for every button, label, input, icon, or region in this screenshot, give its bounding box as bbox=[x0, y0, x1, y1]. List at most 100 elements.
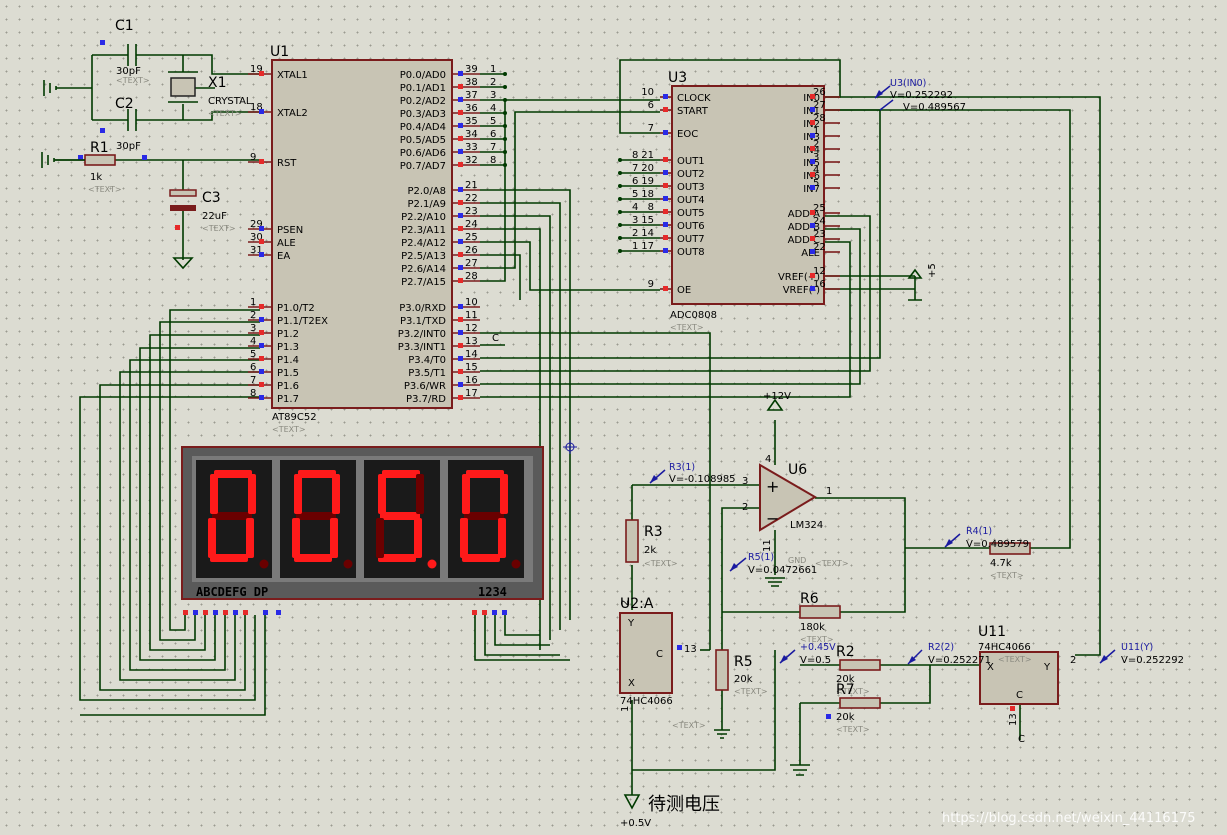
u11-part: 74HC4066 bbox=[978, 642, 1031, 653]
u1-pin-name: P1.1/T2EX bbox=[277, 316, 328, 327]
decimal-point bbox=[259, 559, 269, 569]
u1-chip[interactable]: U1 AT89C52 <TEXT> 19XTAL118XTAL29RST29PS… bbox=[248, 44, 507, 434]
pin-marker bbox=[663, 107, 668, 112]
u6-opamp[interactable]: + − U6 LM324 3 2 1 4 11 GND <TEXT> +12V bbox=[742, 391, 849, 587]
pin-marker bbox=[458, 382, 463, 387]
r7-resistor[interactable]: R7 20k <TEXT> bbox=[790, 682, 881, 776]
segment bbox=[294, 474, 302, 514]
pin-marker bbox=[259, 330, 264, 335]
r5-resistor[interactable]: R5 20k <TEXT> bbox=[714, 649, 768, 739]
u11-switch[interactable]: U11 74HC4066 <TEXT> X Y C 2 13 C bbox=[978, 624, 1076, 745]
u3-pin-number: 9 bbox=[648, 279, 654, 290]
u3-pin-number: 1 bbox=[813, 126, 819, 137]
input-voltage-value: +0.5V bbox=[620, 818, 651, 829]
u3-pin-name: OUT1 bbox=[677, 156, 705, 167]
u1-pin-name: P2.6/A14 bbox=[401, 264, 446, 275]
u1-pin-name: P0.4/AD4 bbox=[400, 122, 446, 133]
vref-terminal: +5 bbox=[907, 263, 938, 301]
r6-value: 180k bbox=[800, 622, 825, 633]
r4-resistor[interactable]: 4.7k <TEXT> bbox=[989, 542, 1031, 580]
probe-r3-1: R3(1) V=-0.108985 bbox=[649, 462, 736, 485]
u1-pin-number: 15 bbox=[465, 362, 478, 373]
segment bbox=[414, 518, 422, 558]
c3-value: 22uF bbox=[202, 211, 227, 222]
pin-marker bbox=[458, 226, 463, 231]
input-voltage-terminal[interactable]: 待测电压 +0.5V bbox=[620, 794, 720, 829]
u2a-switch[interactable]: U2:A 74HC4066 <TEXT> Y C X 2 13 1 bbox=[619, 596, 706, 730]
u3-ref: U3 bbox=[668, 70, 687, 86]
u3-pin-name: CLOCK bbox=[677, 93, 711, 104]
svg-text:U11(Y): U11(Y) bbox=[1121, 642, 1153, 653]
junction-dot bbox=[503, 163, 507, 167]
u3-pin-name: OUT5 bbox=[677, 208, 705, 219]
svg-text:V=0.489579: V=0.489579 bbox=[966, 539, 1029, 550]
u1-pin-number: 18 bbox=[250, 102, 263, 113]
svg-text:U3(IN0): U3(IN0) bbox=[890, 78, 926, 89]
pin-marker bbox=[810, 236, 815, 241]
svg-text:V=0.252271: V=0.252271 bbox=[928, 655, 991, 666]
junction-dot bbox=[618, 158, 622, 162]
u1-pin-number: 32 bbox=[465, 155, 478, 166]
r3-resistor[interactable]: R3 2k <TEXT> bbox=[625, 519, 678, 568]
r1-resistor[interactable]: R1 1k <TEXT> bbox=[78, 140, 147, 194]
c1-value: 30pF bbox=[116, 66, 141, 77]
u1-pin-number: 9 bbox=[250, 152, 256, 163]
seven-segment-display[interactable]: ABCDEFG DP 1234 bbox=[181, 446, 544, 615]
u3-pin-number: 18 bbox=[641, 189, 654, 200]
wires bbox=[55, 54, 1101, 795]
junction-dot bbox=[618, 171, 622, 175]
u3-pin-number: 12 bbox=[813, 266, 826, 277]
r1-value: 1k bbox=[90, 172, 102, 183]
segment bbox=[294, 554, 332, 562]
u1-pin-number: 37 bbox=[465, 90, 478, 101]
svg-text:R4(1): R4(1) bbox=[966, 526, 992, 537]
u3-outer-number: 8 bbox=[632, 150, 638, 161]
u1-pin-number: 16 bbox=[465, 375, 478, 386]
pin-marker bbox=[259, 226, 264, 231]
c1-ref: C1 bbox=[115, 18, 134, 34]
svg-text:1: 1 bbox=[620, 706, 631, 712]
u3-placeholder: <TEXT> bbox=[670, 323, 704, 332]
c2-capacitor[interactable]: C2 30pF bbox=[100, 96, 148, 152]
segment bbox=[460, 518, 468, 558]
svg-text:<TEXT>: <TEXT> bbox=[800, 635, 834, 644]
u1-pin-number: 33 bbox=[465, 142, 478, 153]
svg-text:<TEXT>: <TEXT> bbox=[990, 571, 1024, 580]
r3-ref: R3 bbox=[644, 524, 663, 540]
svg-text:V=0.0472661: V=0.0472661 bbox=[748, 565, 817, 576]
segment bbox=[376, 518, 384, 558]
pin-marker bbox=[259, 343, 264, 348]
pin-marker bbox=[663, 286, 668, 291]
svg-text:<TEXT>: <TEXT> bbox=[815, 559, 849, 568]
pin-marker bbox=[458, 187, 463, 192]
u3-pin-number: 27 bbox=[813, 100, 826, 111]
segment bbox=[466, 470, 504, 478]
c1-capacitor[interactable]: C1 30pF <TEXT> bbox=[100, 18, 150, 85]
r7-value: 20k bbox=[836, 712, 855, 723]
r6-resistor[interactable]: R6 180k <TEXT> bbox=[799, 591, 841, 644]
probe-r4-1: R4(1) V=0.489579 bbox=[944, 526, 1029, 550]
probes[interactable]: U3(IN0) V=0.252292 V=0.489567 R3(1) V=-0… bbox=[649, 78, 1184, 666]
segment bbox=[248, 474, 256, 514]
u3-outer-number: 4 bbox=[632, 202, 638, 213]
u1-pin-number: 28 bbox=[465, 271, 478, 282]
u1-pin-name: EA bbox=[277, 251, 290, 262]
r6-ref: R6 bbox=[800, 591, 819, 607]
u1-pin-name: P2.4/A12 bbox=[401, 238, 446, 249]
pin-marker bbox=[810, 273, 815, 278]
c3-capacitor[interactable]: C3 22uF <TEXT> bbox=[169, 189, 236, 233]
u1-pin-name: P0.0/AD0 bbox=[400, 70, 446, 81]
probe-u3-in1: V=0.489567 bbox=[879, 99, 966, 113]
r2-resistor[interactable]: R2 20k <TEXT> bbox=[836, 644, 881, 696]
x1-crystal[interactable]: X1 CRYSTAL <TEXT> bbox=[168, 71, 252, 118]
svg-text:<TEXT>: <TEXT> bbox=[644, 559, 678, 568]
u3-chip[interactable]: U3 ADC0808 <TEXT> 10CLOCK6START7EOC21OUT… bbox=[618, 70, 938, 332]
u3-pin-number: 4 bbox=[813, 165, 819, 176]
u3-pin-number: 22 bbox=[813, 242, 826, 253]
segment bbox=[378, 554, 416, 562]
x1-ref: X1 bbox=[208, 75, 227, 91]
u1-pin-number: 39 bbox=[465, 64, 478, 75]
